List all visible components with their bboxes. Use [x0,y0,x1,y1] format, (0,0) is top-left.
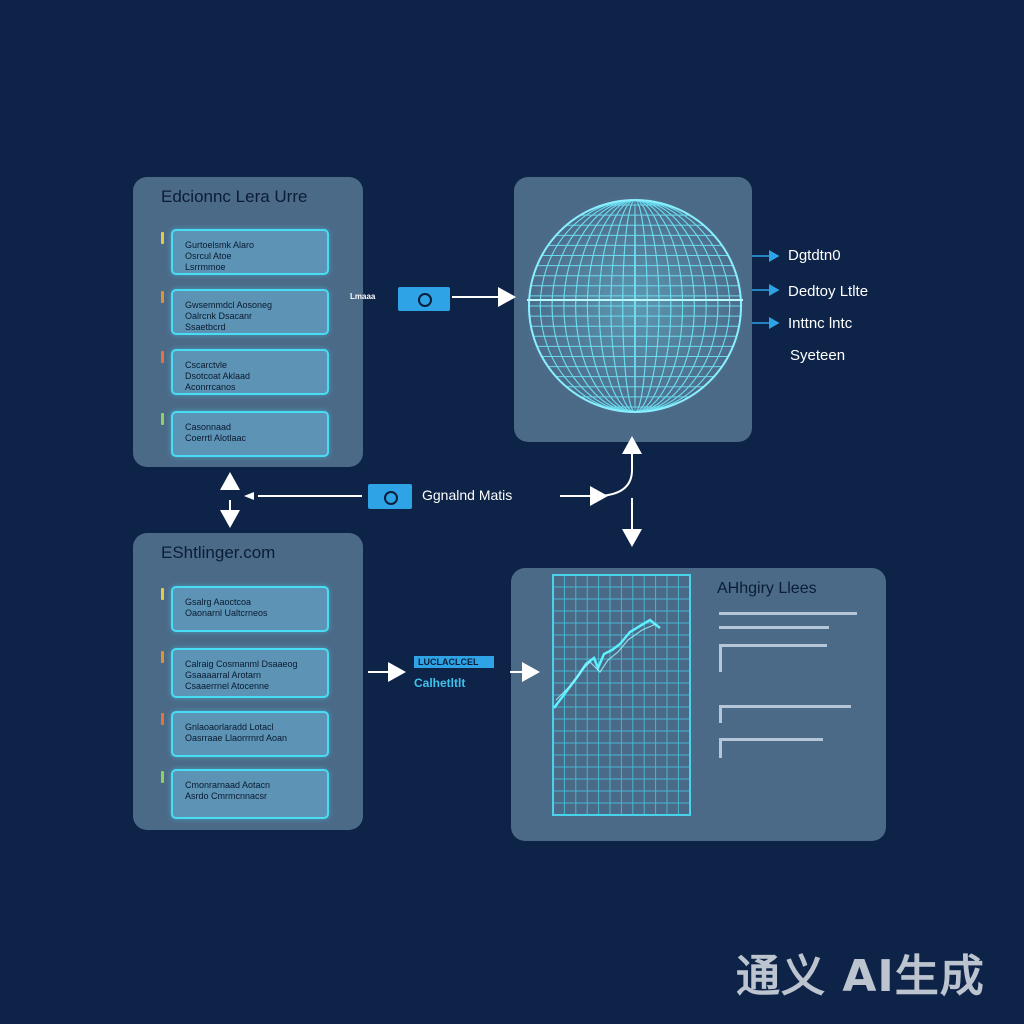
text-line [719,738,722,758]
bullet-icon [161,588,164,600]
globe-label: Dgtdtn0 [788,247,841,264]
text-line [719,738,823,741]
text-line [719,705,851,708]
list-item[interactable]: Cmonrarnaad Aotacn Asrdo Cmrmcnnacsr [171,769,329,819]
text-line [719,626,829,629]
circle-icon[interactable] [368,484,412,509]
list-item[interactable]: Gurtoelsmk Alaro Osrcul Atoe Lsrrmmoe [171,229,329,275]
chart-panel: AHhgiry Llees [511,568,886,841]
list-item[interactable]: Gsalrg Aaoctcoa Oaonarnl Ualtcrneos [171,586,329,632]
globe-label: Syeteen [790,347,846,364]
bullet-icon [161,413,164,425]
globe-label: Inttnc lntc [788,315,853,332]
camera-icon[interactable] [398,287,450,311]
cyan-label-box [414,656,494,668]
list-item[interactable]: Gnlaoaorlaradd Lotacl Oasrraae Llaorrrnr… [171,711,329,757]
connector-label: Ggnalnd Matis [422,487,513,503]
chart-panel-title: AHhgiry Llees [717,580,817,597]
bullet-icon [161,713,164,725]
small-arrow-label: Lmaaa [350,292,376,301]
text-line [719,644,722,672]
text-line [719,705,722,723]
bullet-icon [161,232,164,244]
bottom-left-panel: EShtlinger.com Gsalrg Aaoctcoa Oaonarnl … [133,533,363,830]
bullet-icon [161,351,164,363]
cyan-label-line1: LUCLACLCEL [418,657,479,667]
bullet-icon [161,651,164,663]
list-item[interactable]: Calraig Cosmanml Dsaaeog Gsaaaarral Arot… [171,648,329,698]
watermark: 通义 AI生成 [736,951,985,1002]
top-left-panel: Edcionnc Lera Urre Gurtoelsmk Alaro Osrc… [133,177,363,467]
bullet-icon [161,771,164,783]
panel-title: EShtlinger.com [161,543,276,562]
text-line [719,612,857,615]
list-item[interactable]: Gwsemmdcl Aosoneg Oalrcnk Dsacanr Ssaetb… [171,289,329,335]
list-item[interactable]: Casonnaad Coerrtl Alotlaac [171,411,329,457]
list-item[interactable]: Cscarctvle Dsotcoat Aklaad Aconrrcanos [171,349,329,395]
bullet-icon [161,291,164,303]
globe-label: Dedtoy Ltlte [788,283,869,300]
cyan-label-line2: Calhetltlt [414,676,466,690]
panel-title: Edcionnc Lera Urre [161,187,308,206]
text-line [719,644,827,647]
